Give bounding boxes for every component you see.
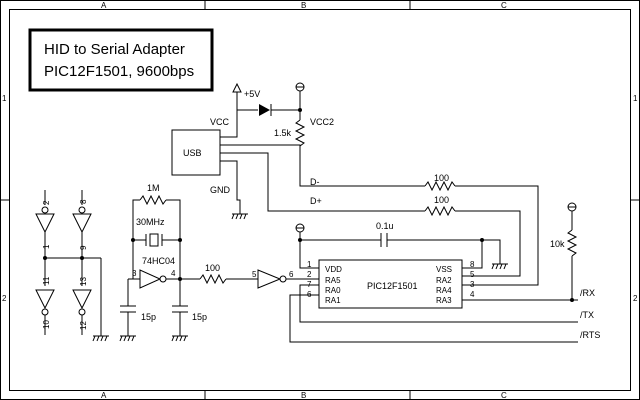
border-col-b-bottom: B [301,391,306,400]
usb-dminus-label: D- [310,177,320,187]
pic-pin-3-number: 3 [470,280,475,289]
inverter-pin-out: 4 [171,269,176,278]
pic-vdd-terminal [295,223,319,269]
oscillator-series-resistor-value: 100 [205,263,220,273]
decoupling-capacitor-value: 0.1u [376,221,394,231]
pic-pin-ra3-label: RA3 [436,296,452,305]
gate1-pin-a: 2 [42,200,51,205]
usb-gnd-label: GND [210,185,231,195]
signal-rts-label: /RTS [580,330,600,340]
pic-pin-vdd-label: VDD [325,265,342,274]
dplus-resistor-value: 100 [434,195,449,205]
inverter-pin-in: 3 [132,269,137,278]
title-line-1: HID to Serial Adapter [44,41,185,58]
clock-buffer-inverter: 5 6 [252,269,319,289]
title-line-2: PIC12F1501, 9600bps [44,63,194,80]
pic-pin-1-number: 1 [307,260,312,269]
signal-labels: /RX /TX /RTS [580,288,600,340]
vcc2-terminal: VCC2 [295,82,334,127]
load-capacitor-right-value: 15p [192,312,207,322]
signal-rx-label: /RX [580,288,595,298]
pullup-resistor: 1.5k [274,110,306,153]
load-capacitor-right: 15p [171,279,207,342]
load-capacitor-left: 15p [119,278,156,342]
dplus-resistor: 100 [424,195,521,277]
buffer-pin-in: 5 [252,270,257,279]
pic-pin-ra0-label: RA0 [325,286,341,295]
pic12f1501-chip: PIC12F1501 VDD RA5 RA0 RA1 VSS RA2 RA4 R… [307,259,475,309]
dminus-resistor-value: 100 [434,173,449,183]
diode [237,104,300,116]
dminus-resistor: 100 [424,173,539,286]
pic-pin-4-number: 4 [470,290,475,299]
gate2-pin-b: 9 [79,245,88,250]
border-col-b-top: B [301,1,306,10]
pic-ground-symbol [491,263,508,270]
usb-connector: USB VCC GND D- D+ [171,117,322,206]
gate4-pin-a: 13 [79,277,88,286]
pic-pin-ra1-label: RA1 [325,296,341,305]
gate4-pin-b: 12 [79,321,88,330]
usb-ground-symbol [231,210,248,220]
inverter-part-name: 74HC04 [142,256,175,266]
gate3-pin-a: 11 [42,276,51,285]
rx-pullup-resistor: 10k [550,202,578,300]
feedback-resistor-value: 1M [147,183,160,193]
usb-label: USB [183,148,202,158]
pic-pin-ra5-label: RA5 [325,276,341,285]
pic-pin-5-number: 5 [470,270,475,279]
decoupling-capacitor: 0.1u [300,221,501,269]
pullup-resistor-value: 1.5k [274,128,292,138]
border-row-2-left: 2 [2,294,7,303]
signal-tx-label: /TX [580,310,594,320]
border-row-2-right: 2 [633,294,638,303]
signal-wiring [289,284,578,343]
plus5v-label: +5V [244,89,260,99]
vcc2-label: VCC2 [310,117,334,127]
usb-vcc-label: VCC [210,117,230,127]
pic-pin-vss-label: VSS [436,265,452,274]
border-col-a-top: A [101,1,107,10]
pic-pin-8-number: 8 [470,260,475,269]
buffer-pin-out: 6 [289,270,294,279]
border-col-c-bottom: C [501,391,507,400]
usb-wiring [220,110,425,212]
gate1-pin-b: 1 [42,244,51,249]
load-capacitor-left-value: 15p [141,312,156,322]
crystal-oscillator: 1M 30MHz [131,183,182,247]
rx-pullup-resistor-value: 10k [550,239,565,249]
gate2-pin-a: 8 [79,199,88,204]
usb-dplus-label: D+ [310,196,322,206]
pic-pin-ra2-label: RA2 [436,276,452,285]
pic-pin-ra4-label: RA4 [436,286,452,295]
unused-inverters: 2 1 8 9 11 10 13 12 [35,190,109,342]
border-col-a-bottom: A [101,391,107,400]
border-col-c-top: C [501,1,507,10]
pic-pin-2-number: 2 [307,270,312,279]
oscillator-series-resistor: 100 [180,263,258,285]
pic-part-name: PIC12F1501 [367,281,418,291]
oscillator-inverter: 74HC04 3 4 [132,240,182,289]
title-box: HID to Serial Adapter PIC12F1501, 9600bp… [28,28,214,92]
crystal-frequency: 30MHz [136,217,165,227]
border-row-1-right: 1 [633,94,638,103]
border-row-1-left: 1 [2,94,7,103]
plus5v-supply: +5V [232,82,260,110]
gate3-pin-b: 10 [42,320,51,329]
